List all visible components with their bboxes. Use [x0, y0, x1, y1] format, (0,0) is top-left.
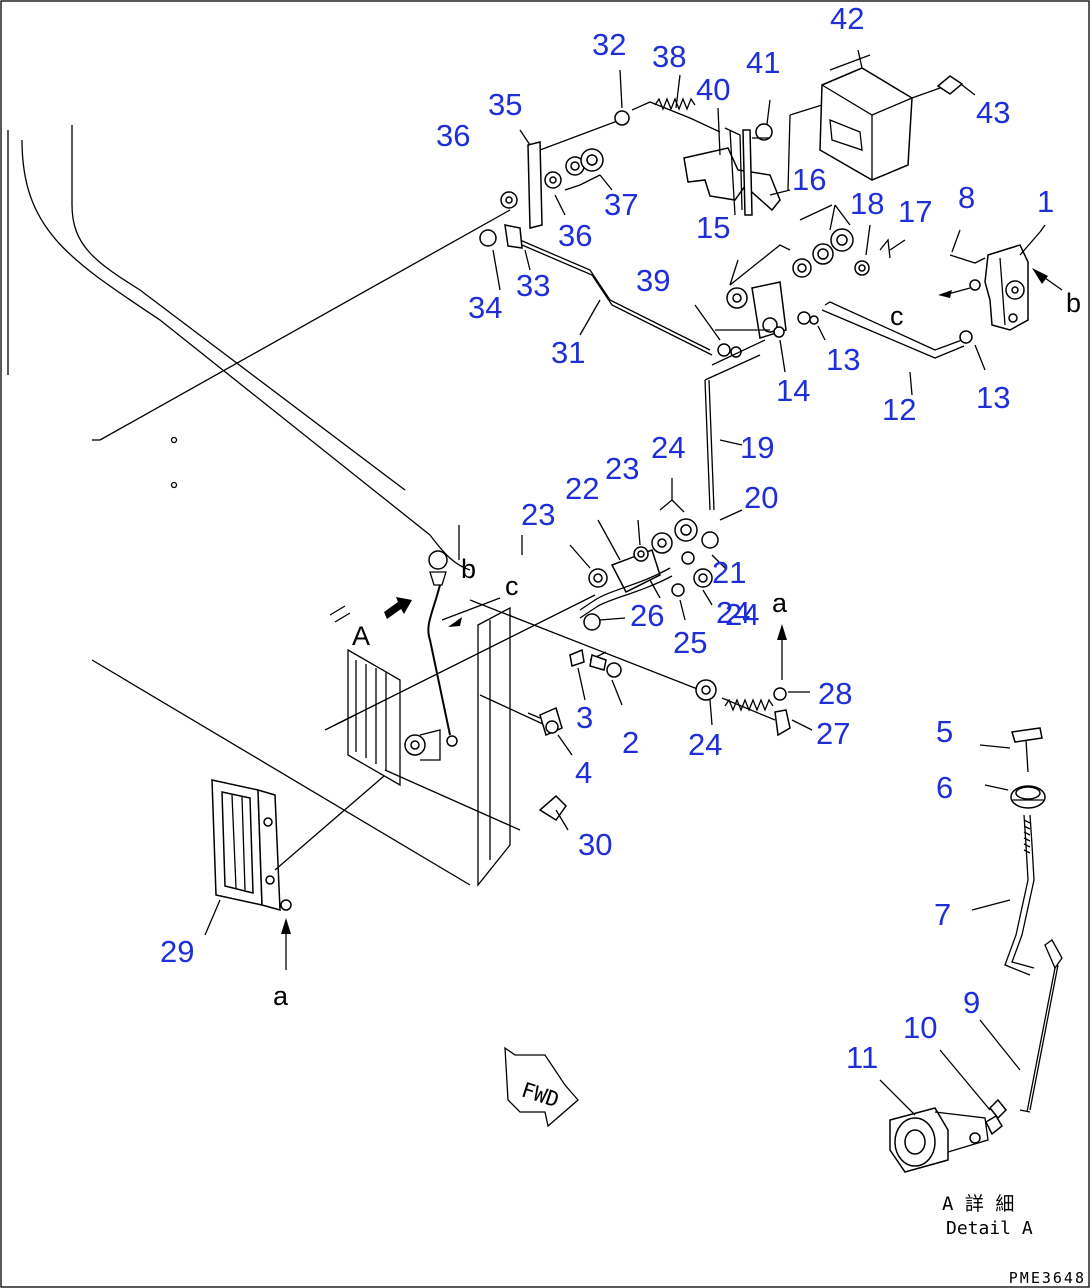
part-number-label: 10 — [903, 1010, 937, 1045]
part-number-label: 27 — [816, 716, 850, 751]
part-number-label: 36 — [436, 118, 470, 153]
part-number-label: 21 — [712, 555, 746, 590]
part-number-label: 24 — [688, 727, 722, 762]
part-number-label: 30 — [578, 827, 612, 862]
part-number-label: 26 — [630, 598, 664, 633]
ref-letter-c-right: c — [890, 301, 904, 331]
part-number-label: 22 — [565, 471, 599, 506]
part-number-label: 29 — [160, 934, 194, 969]
part-number-label: 23 — [605, 451, 639, 486]
detail-label-en: Detail A — [946, 1218, 1033, 1239]
part-number-label: 35 — [488, 87, 522, 122]
part-number-label: 25 — [673, 625, 707, 660]
view-label-A: A — [352, 621, 370, 651]
part-number-label: 42 — [830, 1, 864, 36]
ref-letter-a-bottom: a — [273, 981, 289, 1011]
detail-label-jp: A 詳 細 — [942, 1193, 1014, 1215]
part-number-label: 9 — [963, 985, 980, 1020]
part-number-label: 2 — [622, 725, 639, 760]
part-number-label: 1 — [1037, 184, 1054, 219]
part-number-label: 36 — [558, 218, 592, 253]
part-number-label: 13 — [826, 342, 860, 377]
ref-letter-b-left: b — [461, 554, 476, 584]
part-number-label: 6 — [936, 770, 953, 805]
part-number-label: 39 — [636, 263, 670, 298]
part-number-label: 38 — [652, 39, 686, 74]
reference-letters: a a b b c c A — [273, 288, 1081, 1011]
part-number-label: 28 — [818, 676, 852, 711]
part-number-label: 37 — [604, 187, 638, 222]
part-number-label: 11 — [846, 1040, 878, 1075]
part-number-label: 16 — [792, 162, 826, 197]
part-number-label: 3 — [576, 700, 593, 735]
part-number-label: 17 — [898, 194, 932, 229]
fwd-label: FWD — [519, 1078, 562, 1113]
part-number-label: 18 — [850, 186, 884, 221]
part-number-label: 34 — [468, 290, 502, 325]
part-number-label: 40 — [696, 72, 730, 107]
part-number-label: 33 — [516, 268, 550, 303]
part-number-label: 12 — [882, 392, 916, 427]
part-number-label: 32 — [592, 27, 626, 62]
part-number-label: 23 — [521, 497, 555, 532]
part-number-label: 31 — [551, 335, 585, 370]
part-number-label: 4 — [575, 755, 592, 790]
part-number-label: 5 — [936, 714, 953, 749]
part-number-label: 24 — [725, 597, 759, 632]
part-number-label: 15 — [696, 210, 730, 245]
part-number-label: 8 — [958, 180, 975, 215]
part-number-label: 7 — [934, 897, 951, 932]
part-number-label: 41 — [746, 45, 780, 80]
ref-letter-b-right: b — [1066, 288, 1081, 318]
part-number-label: 24 — [651, 430, 685, 465]
part-number-label: 19 — [740, 430, 774, 465]
part-number-label: 14 — [776, 373, 810, 408]
ref-letter-c-left: c — [505, 571, 519, 601]
drawing-code: PME3648 — [1009, 1269, 1086, 1287]
part-number-label: 13 — [976, 380, 1010, 415]
part-number-label: 20 — [744, 480, 778, 515]
part-number-label: 24 — [716, 595, 750, 630]
ref-letter-a-top: a — [772, 588, 788, 618]
part-number-label: 43 — [976, 95, 1010, 130]
